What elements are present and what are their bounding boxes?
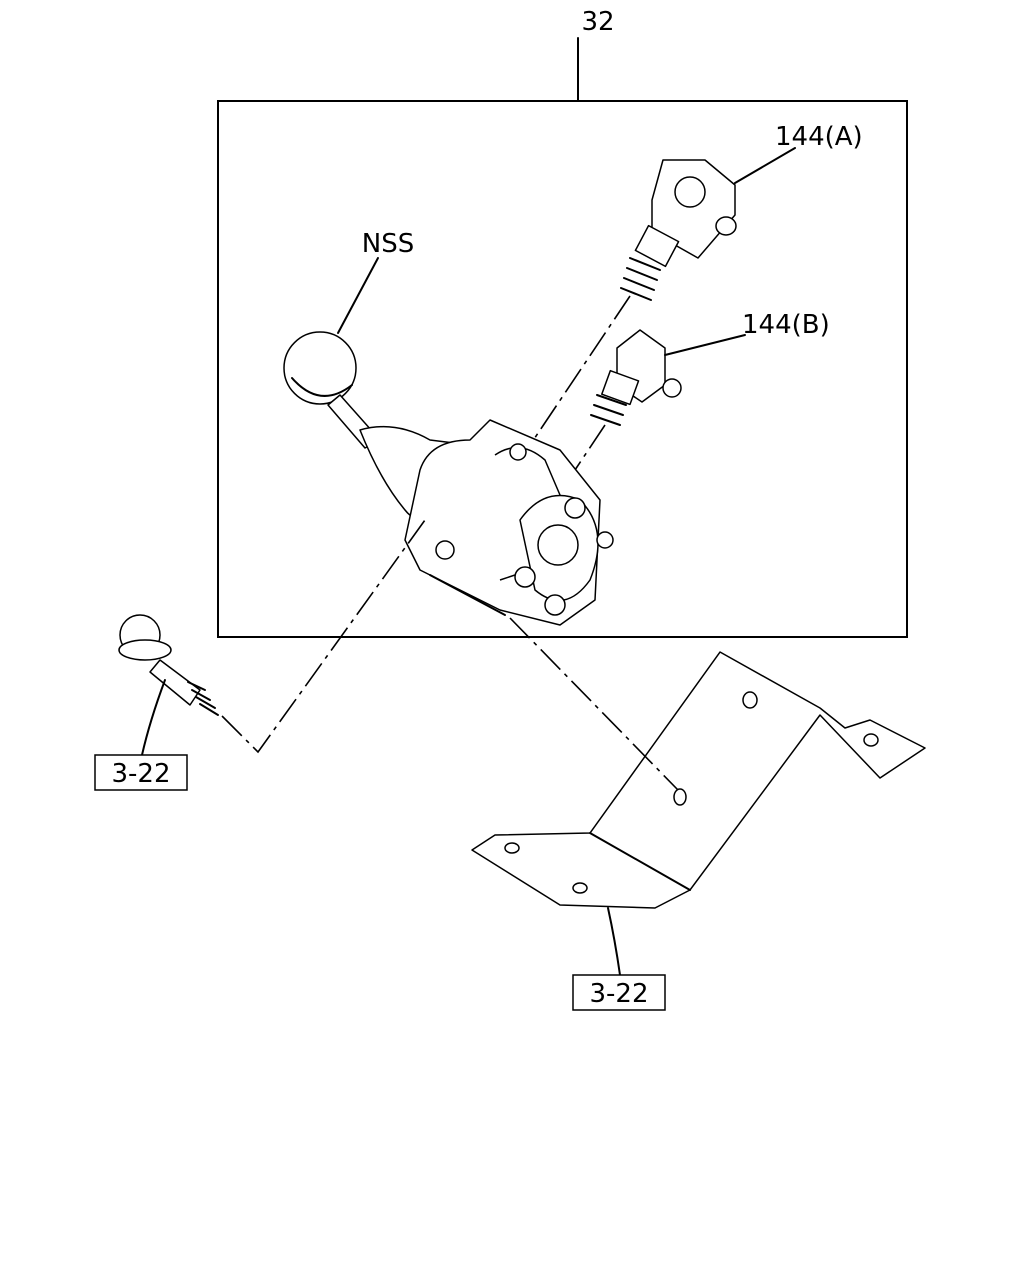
switch-a-label: 144(A) bbox=[775, 122, 863, 152]
nss-leader bbox=[337, 257, 379, 334]
shift-lever-icon bbox=[283, 331, 614, 626]
bracket-icon bbox=[471, 651, 926, 909]
bolt-ref-label: 3-22 bbox=[111, 759, 170, 789]
bolt-ref-box bbox=[94, 754, 188, 791]
bracket-ref-label: 3-22 bbox=[589, 979, 648, 1009]
switch-b-icon bbox=[590, 329, 682, 426]
assembly-number: 32 bbox=[581, 7, 614, 37]
bolt-leader bbox=[141, 679, 166, 756]
switch-a-leader bbox=[734, 147, 796, 184]
switch-b-label: 144(B) bbox=[742, 310, 830, 340]
switch-a-centerline bbox=[519, 295, 631, 461]
switch-b-centerline bbox=[574, 424, 606, 471]
bracket-leader bbox=[607, 907, 621, 976]
nss-label: NSS bbox=[362, 229, 414, 259]
switch-a-icon bbox=[620, 159, 737, 301]
bracket-ref-box bbox=[572, 974, 666, 1011]
bracket-centerline bbox=[509, 617, 679, 791]
bolt-centerline bbox=[221, 519, 426, 754]
assembly-frame bbox=[217, 100, 908, 638]
switch-b-leader bbox=[664, 334, 746, 356]
bolt-icon bbox=[118, 614, 219, 716]
